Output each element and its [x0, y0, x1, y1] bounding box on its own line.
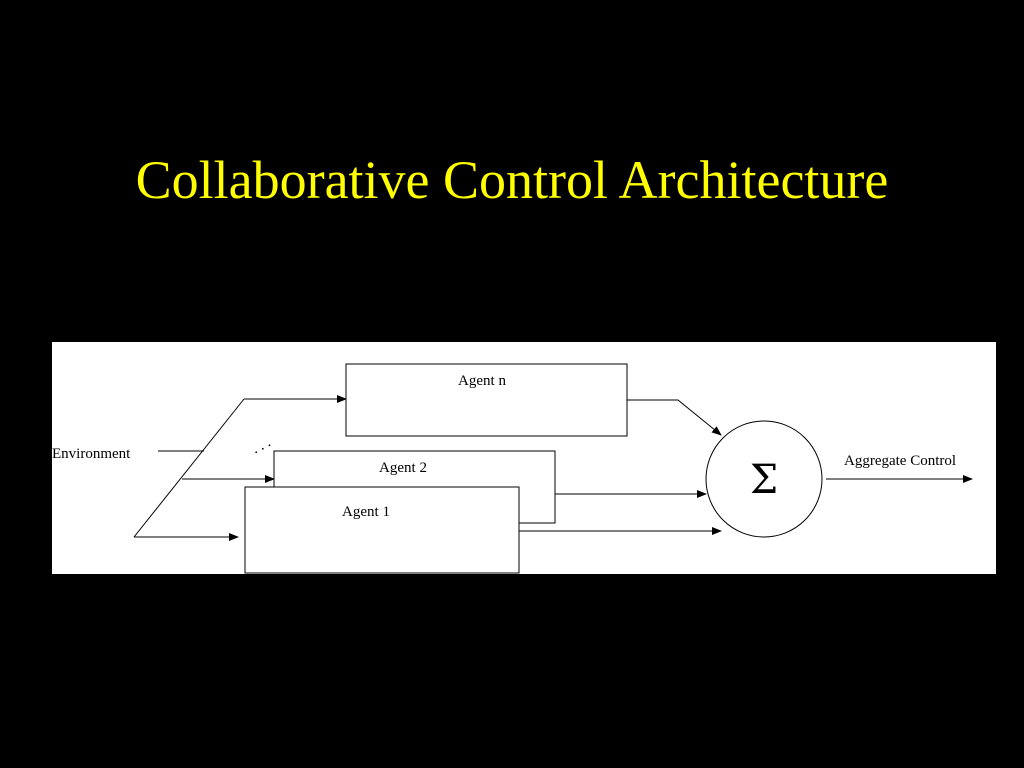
- agent-1-box: [244, 486, 520, 574]
- aggregate-control-label: Aggregate Control: [844, 453, 956, 469]
- agent-2-label: Agent 2: [379, 460, 427, 476]
- agent-n-box: [345, 363, 628, 437]
- output-arrow-agent-n: [627, 399, 722, 436]
- slide-title: Collaborative Control Architecture: [135, 150, 889, 210]
- environment-label: Environment: [52, 446, 131, 462]
- architecture-diagram: Environment . . . Agent n Agent 2 Agent …: [52, 342, 996, 574]
- agent-1-label: Agent 1: [342, 504, 390, 520]
- diagram-canvas: Environment . . . Agent n Agent 2 Agent …: [52, 363, 973, 574]
- ellipsis: . . .: [249, 434, 273, 457]
- summation-symbol: Σ: [750, 457, 778, 503]
- distribution-bus: [133, 398, 245, 538]
- agent-n-label: Agent n: [458, 373, 506, 389]
- summation-node: [705, 420, 823, 538]
